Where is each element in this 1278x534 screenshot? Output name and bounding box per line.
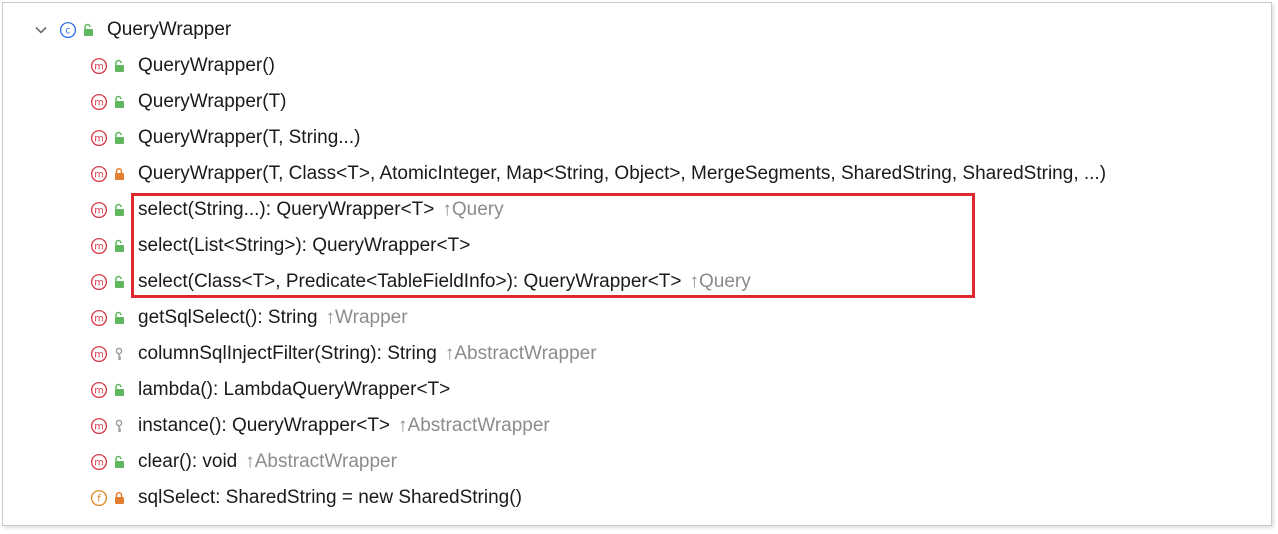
svg-text:m: m [94, 62, 104, 73]
svg-text:m: m [94, 314, 104, 325]
member-signature: lambda(): LambdaQueryWrapper<T> [138, 379, 451, 400]
tree-node-method[interactable]: m instance(): QueryWrapper<T> ↑AbstractWra… [3, 408, 1271, 444]
member-origin: ↑AbstractWrapper [245, 451, 397, 472]
class-icon: c [59, 21, 77, 39]
tree-node-method[interactable]: m clear(): void ↑AbstractWrapper [3, 444, 1271, 480]
tree-node-method[interactable]: m QueryWrapper(T) [3, 84, 1271, 120]
member-signature: select(List<String>): QueryWrapper<T> [138, 235, 471, 256]
method-icon: m [90, 201, 108, 219]
private-lock-icon [112, 490, 126, 506]
svg-text:m: m [94, 206, 104, 217]
method-icon: m [90, 57, 108, 75]
svg-text:m: m [94, 458, 104, 469]
method-icon: m [90, 381, 108, 399]
protected-key-icon [112, 418, 126, 434]
public-unlock-icon [112, 274, 126, 290]
tree-node-method[interactable]: m select(List<String>): QueryWrapper<T> [3, 228, 1271, 264]
svg-text:m: m [94, 278, 104, 289]
svg-text:m: m [94, 350, 104, 361]
svg-text:m: m [94, 422, 104, 433]
public-unlock-icon [112, 454, 126, 470]
public-unlock-icon [112, 202, 126, 218]
member-signature: QueryWrapper(T, String...) [138, 127, 361, 148]
svg-text:m: m [94, 386, 104, 397]
member-signature: select(String...): QueryWrapper<T> [138, 199, 435, 220]
svg-text:m: m [94, 170, 104, 181]
tree-node-method[interactable]: m QueryWrapper(T, String...) [3, 120, 1271, 156]
public-unlock-icon [112, 58, 126, 74]
public-unlock-icon [112, 130, 126, 146]
member-origin: ↑Wrapper [325, 307, 408, 328]
svg-text:m: m [94, 242, 104, 253]
public-unlock-icon [81, 22, 95, 38]
public-unlock-icon [112, 382, 126, 398]
method-icon: m [90, 345, 108, 363]
tree-node-method[interactable]: m columnSqlInjectFilter(String): String ↑A… [3, 336, 1271, 372]
member-signature: getSqlSelect(): String [138, 307, 318, 328]
tree-node-method[interactable]: m lambda(): LambdaQueryWrapper<T> [3, 372, 1271, 408]
method-icon: m [90, 417, 108, 435]
private-lock-icon [112, 166, 126, 182]
tree-node-method[interactable]: m select(Class<T>, Predicate<TableFieldIn… [3, 264, 1271, 300]
member-origin: ↑Query [689, 271, 751, 292]
member-signature: QueryWrapper(T, Class<T>, AtomicInteger,… [138, 163, 1107, 184]
method-icon: m [90, 309, 108, 327]
public-unlock-icon [112, 238, 126, 254]
tree-node-field[interactable]: f sqlSelect: SharedString = new SharedStr… [3, 480, 1271, 516]
chevron-down-icon[interactable] [33, 22, 49, 38]
tree-node-method[interactable]: m getSqlSelect(): String ↑Wrapper [3, 300, 1271, 336]
tree-node-method[interactable]: m QueryWrapper() [3, 48, 1271, 84]
svg-text:f: f [97, 494, 101, 505]
tree-node-method[interactable]: m QueryWrapper(T, Class<T>, AtomicInteger… [3, 156, 1271, 192]
protected-key-icon [112, 346, 126, 362]
tree-node-method[interactable]: m select(String...): QueryWrapper<T> ↑Quer… [3, 192, 1271, 228]
member-signature: columnSqlInjectFilter(String): String [138, 343, 437, 364]
member-signature: QueryWrapper() [138, 55, 275, 76]
member-origin: ↑AbstractWrapper [398, 415, 550, 436]
field-icon: f [90, 489, 108, 507]
svg-text:m: m [94, 134, 104, 145]
method-icon: m [90, 273, 108, 291]
tree-node-class[interactable]: c QueryWrapper [3, 12, 1271, 48]
method-icon: m [90, 129, 108, 147]
method-icon: m [90, 165, 108, 183]
member-signature: select(Class<T>, Predicate<TableFieldInf… [138, 271, 682, 292]
member-signature: instance(): QueryWrapper<T> [138, 415, 391, 436]
member-origin: ↑Query [442, 199, 504, 220]
method-icon: m [90, 237, 108, 255]
member-signature: QueryWrapper(T) [138, 91, 287, 112]
method-icon: m [90, 453, 108, 471]
public-unlock-icon [112, 310, 126, 326]
member-signature: clear(): void [138, 451, 238, 472]
public-unlock-icon [112, 94, 126, 110]
method-icon: m [90, 93, 108, 111]
class-name: QueryWrapper [107, 19, 232, 40]
svg-text:c: c [65, 26, 70, 37]
member-signature: sqlSelect: SharedString = new SharedStri… [138, 487, 522, 508]
member-origin: ↑AbstractWrapper [444, 343, 597, 364]
svg-text:m: m [94, 98, 104, 109]
